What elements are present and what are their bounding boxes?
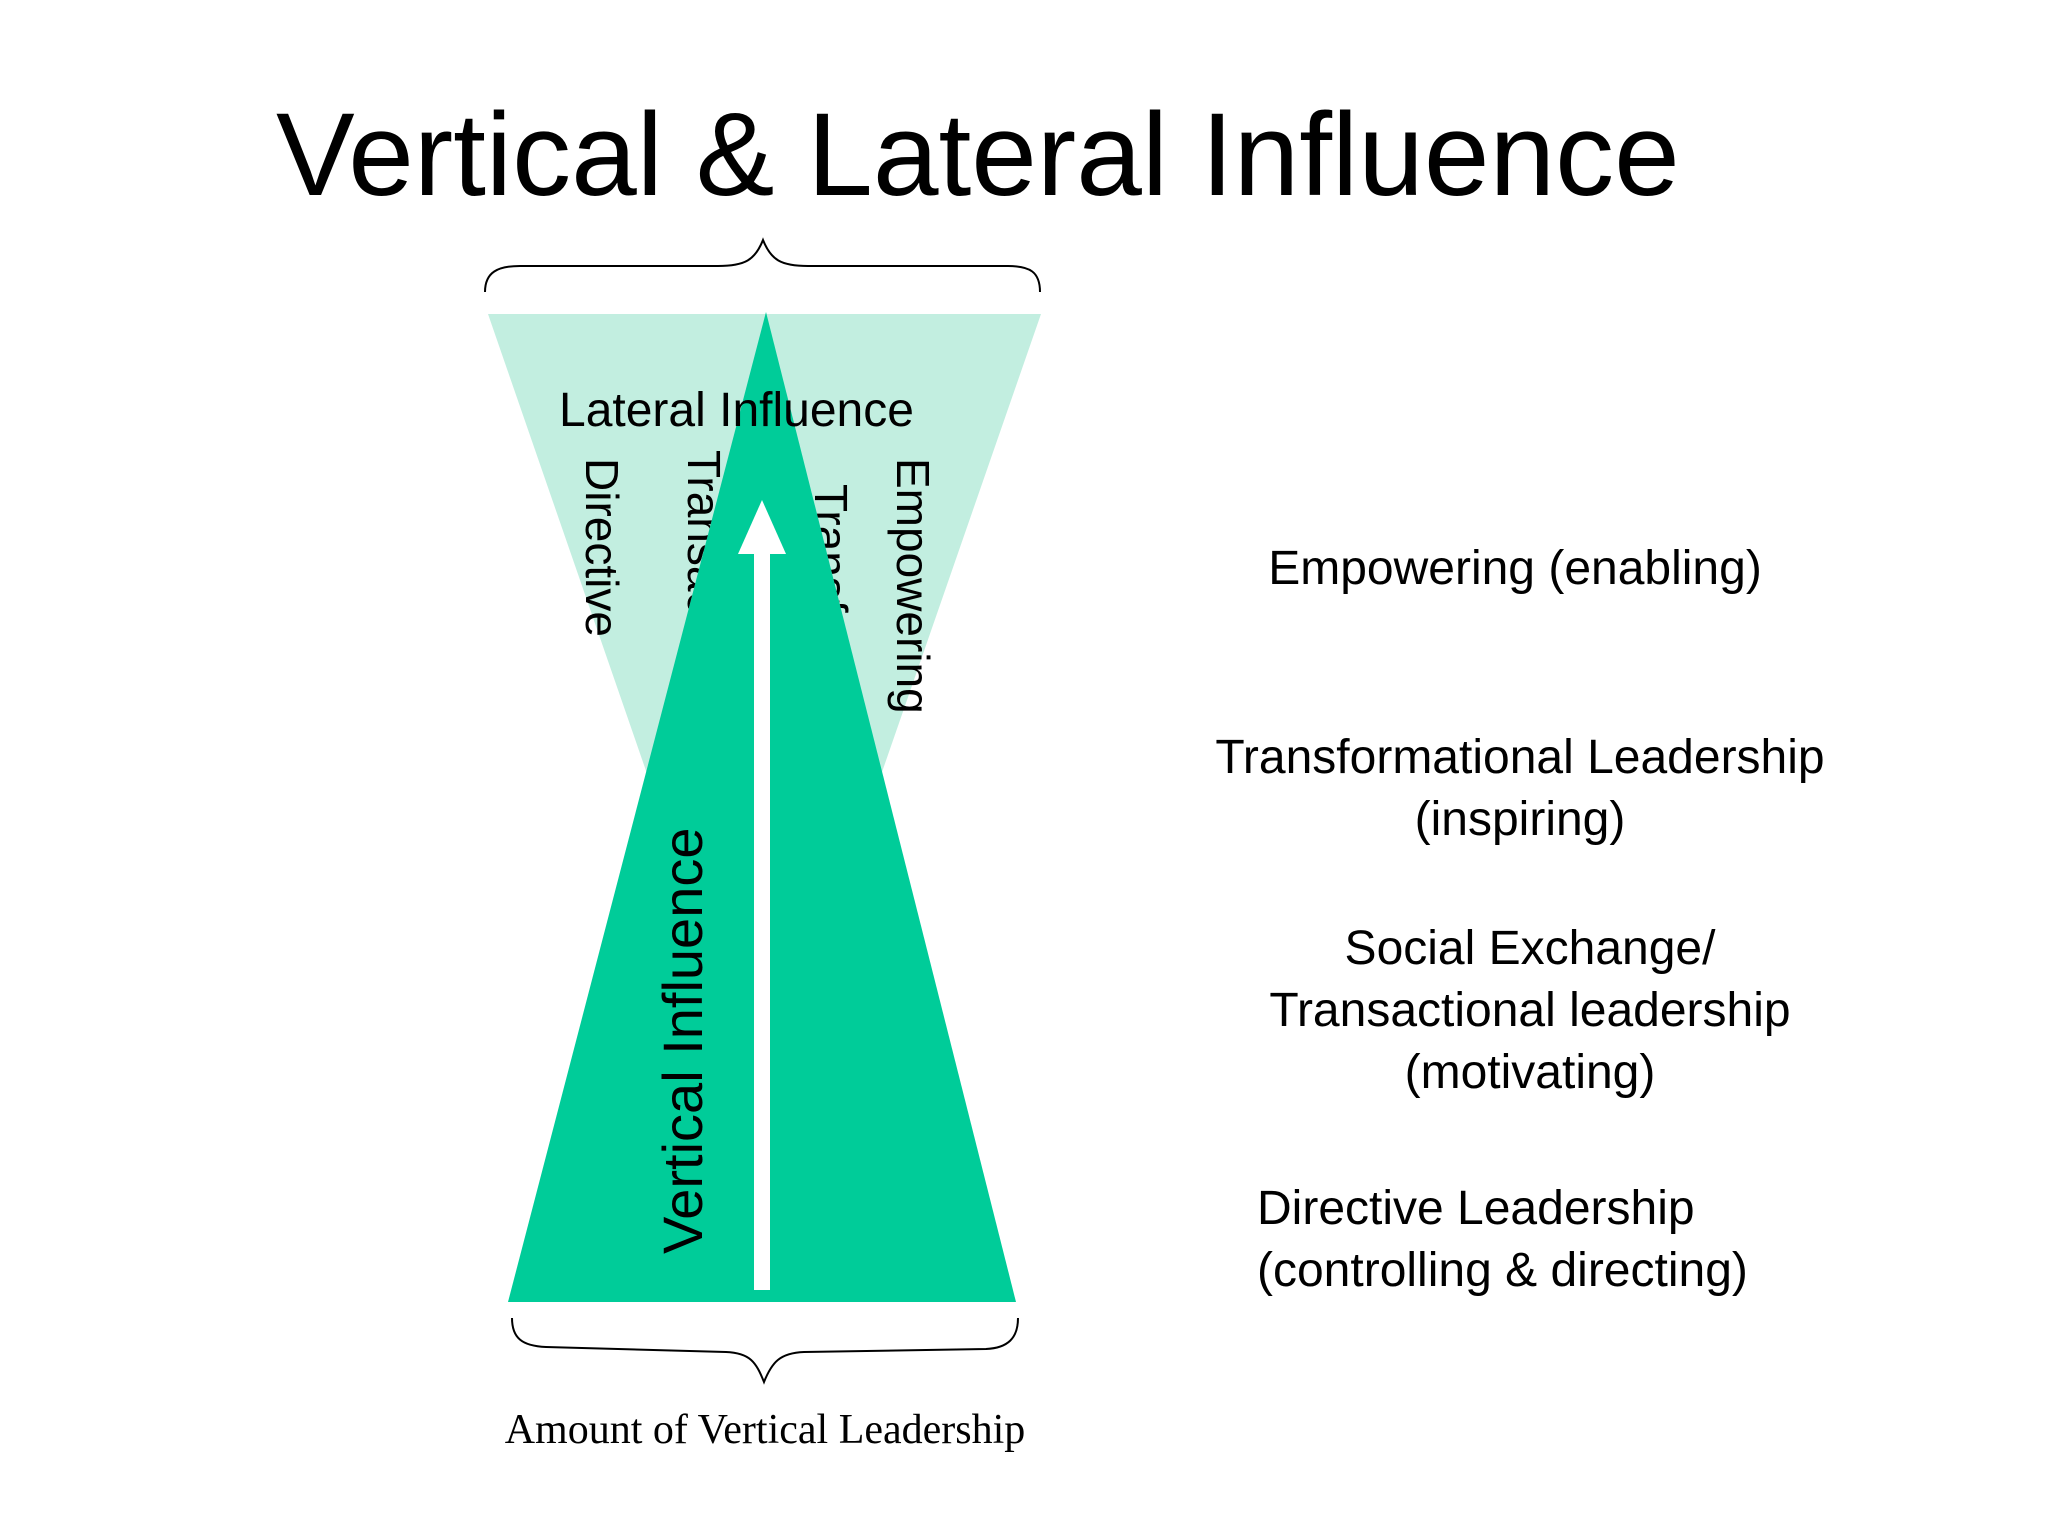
legend-directive: Directive Leadership (controlling & dire…: [1257, 1178, 1857, 1302]
style-label-empowering: Empowering: [887, 458, 939, 714]
legend-directive-line2: (controlling & directing): [1257, 1244, 1748, 1297]
legend-transactional-line2: Transactional leadership: [1269, 984, 1791, 1037]
legend-directive-line1: Directive Leadership: [1257, 1182, 1695, 1235]
slide-title: Vertical & Lateral Influence: [276, 89, 1680, 221]
vertical-arrow-shaft: [754, 546, 770, 1290]
legend-transactional-line1: Social Exchange/: [1344, 922, 1716, 975]
vertical-arrow-head: [738, 500, 786, 554]
lateral-influence-label: Lateral Influence: [559, 384, 914, 437]
bottom-brace: [511, 1317, 1019, 1385]
legend-transactional: Social Exchange/ Transactional leadershi…: [1230, 918, 1830, 1104]
legend-transformational: Transformational Leadership (inspiring): [1180, 727, 1860, 851]
legend-transformational-line1: Transformational Leadership: [1215, 731, 1825, 784]
style-label-directive: Directive: [576, 458, 628, 637]
amount-of-vertical-leadership-label: Amount of Vertical Leadership: [505, 1407, 1026, 1453]
vertical-influence-label: Vertical Influence: [651, 828, 714, 1254]
top-brace: [484, 237, 1041, 293]
legend-empowering-line1: Empowering (enabling): [1268, 542, 1762, 595]
legend-empowering: Empowering (enabling): [1240, 538, 1790, 600]
legend-transformational-line2: (inspiring): [1414, 793, 1626, 846]
legend-transactional-line3: (motivating): [1404, 1046, 1656, 1099]
